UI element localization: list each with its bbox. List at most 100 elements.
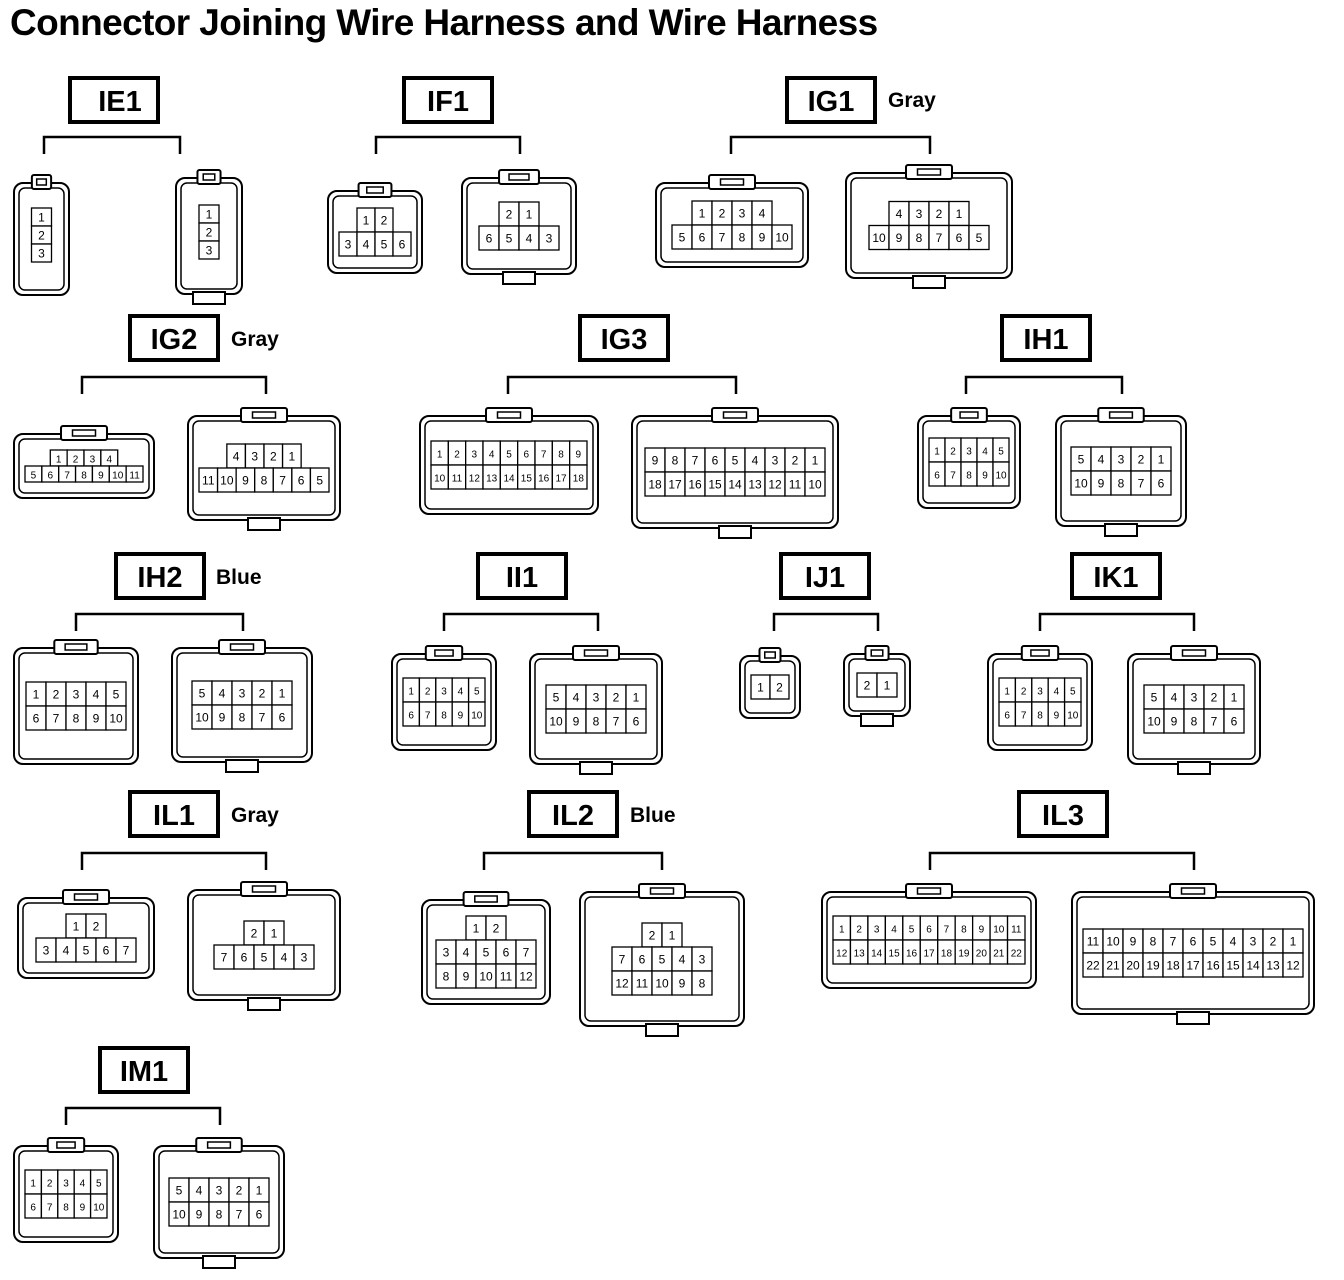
pin-cell xyxy=(515,963,537,989)
pin-number: 10 xyxy=(808,478,822,492)
pin-number: 1 xyxy=(437,450,443,461)
pin-number: 11 xyxy=(452,474,463,485)
connector-label-box xyxy=(527,790,619,838)
pin-number: 3 xyxy=(772,454,779,468)
pin-number: 10 xyxy=(434,474,446,485)
pin-number: 5 xyxy=(506,450,512,461)
pin-number: 2 xyxy=(776,681,783,695)
pin-number: 17 xyxy=(923,949,935,960)
pin-number: 5 xyxy=(1210,935,1217,949)
pin-number: 1 xyxy=(271,927,278,941)
pin-number: 7 xyxy=(936,231,943,245)
latch-slot xyxy=(916,887,942,895)
latch xyxy=(218,639,266,655)
pin-number: 9 xyxy=(573,715,580,729)
pin-number: 9 xyxy=(1098,477,1105,491)
pin-number: 2 xyxy=(53,688,60,702)
pin-number: 10 xyxy=(1106,935,1120,949)
bracket xyxy=(772,612,880,631)
connector-housing-left: 123 xyxy=(13,174,70,296)
pin-number: 4 xyxy=(107,455,113,466)
connector-label: IM1 xyxy=(120,1056,168,1088)
pin-number: 4 xyxy=(281,951,288,965)
pin-number: 10 xyxy=(220,474,234,488)
latch-slot xyxy=(722,411,748,419)
pin-number: 9 xyxy=(679,977,686,991)
connector-label-box xyxy=(114,552,206,600)
pin-number: 9 xyxy=(98,471,104,482)
pin-number: 1 xyxy=(884,679,891,693)
pin-number: 6 xyxy=(30,1203,36,1214)
pin-number: 3 xyxy=(699,953,706,967)
pin-number: 13 xyxy=(1266,959,1280,973)
connector-label-box xyxy=(785,76,877,124)
pin-cell xyxy=(876,672,898,698)
pin-number: 6 xyxy=(103,944,110,958)
pin-number: 2 xyxy=(856,925,862,936)
pin-number: 3 xyxy=(1250,935,1257,949)
pin-number: 1 xyxy=(1290,935,1297,949)
pin-number: 7 xyxy=(123,944,130,958)
pin-number: 19 xyxy=(958,949,970,960)
pin-number: 6 xyxy=(934,471,940,482)
pin-number: 3 xyxy=(38,247,45,261)
connector-label: IH1 xyxy=(1023,324,1068,356)
pin-number: 10 xyxy=(775,231,789,245)
pin-number: 3 xyxy=(239,687,246,701)
pin-number: 1 xyxy=(38,211,45,225)
pin-number: 1 xyxy=(699,207,706,221)
pin-number: 2 xyxy=(206,226,213,240)
latch-slot xyxy=(73,893,99,901)
latch-slot xyxy=(251,411,277,419)
pin-number: 4 xyxy=(63,944,70,958)
pin-cell xyxy=(769,674,790,700)
pin-number: 6 xyxy=(241,951,248,965)
pin-number: 8 xyxy=(81,471,87,482)
latch xyxy=(498,169,540,185)
pin-number: 2 xyxy=(259,687,266,701)
pin-number: 9 xyxy=(196,1208,203,1222)
pin-number: 7 xyxy=(719,231,726,245)
pin-number: 11 xyxy=(202,474,215,488)
connector-label-box xyxy=(779,552,871,600)
pin-number: 4 xyxy=(80,1179,86,1190)
pin-number: 6 xyxy=(486,232,493,246)
bottom-tab xyxy=(860,713,894,727)
pin-cell xyxy=(538,225,560,251)
pin-number: 1 xyxy=(206,208,213,222)
pin-number: 2 xyxy=(73,455,79,466)
connector-label: IK1 xyxy=(1093,562,1138,594)
connector-color: Gray xyxy=(231,804,279,827)
pin-number: 8 xyxy=(261,474,268,488)
pin-number: 11 xyxy=(636,977,649,991)
pin-number: 10 xyxy=(172,1208,186,1222)
pin-number: 10 xyxy=(872,231,886,245)
connector-color: Gray xyxy=(888,89,936,112)
pin-number: 2 xyxy=(613,691,620,705)
bracket xyxy=(80,851,268,870)
pin-number: 3 xyxy=(443,946,450,960)
latch xyxy=(905,883,953,899)
pin-number: 5 xyxy=(83,944,90,958)
latch xyxy=(708,174,756,190)
pin-number: 6 xyxy=(699,231,706,245)
pin-number: 5 xyxy=(553,691,560,705)
pin-number: 5 xyxy=(113,688,120,702)
pin-number: 4 xyxy=(219,687,226,701)
pin-number: 6 xyxy=(48,471,54,482)
connector-label-box xyxy=(402,76,494,124)
latch xyxy=(864,645,890,661)
connector-color: Gray xyxy=(231,328,279,351)
pin-number: 10 xyxy=(112,471,124,482)
connector-label: II1 xyxy=(506,562,538,594)
pin-number: 6 xyxy=(256,1208,263,1222)
connector-color: Blue xyxy=(630,804,676,827)
connector-label: IE1 xyxy=(98,86,142,118)
